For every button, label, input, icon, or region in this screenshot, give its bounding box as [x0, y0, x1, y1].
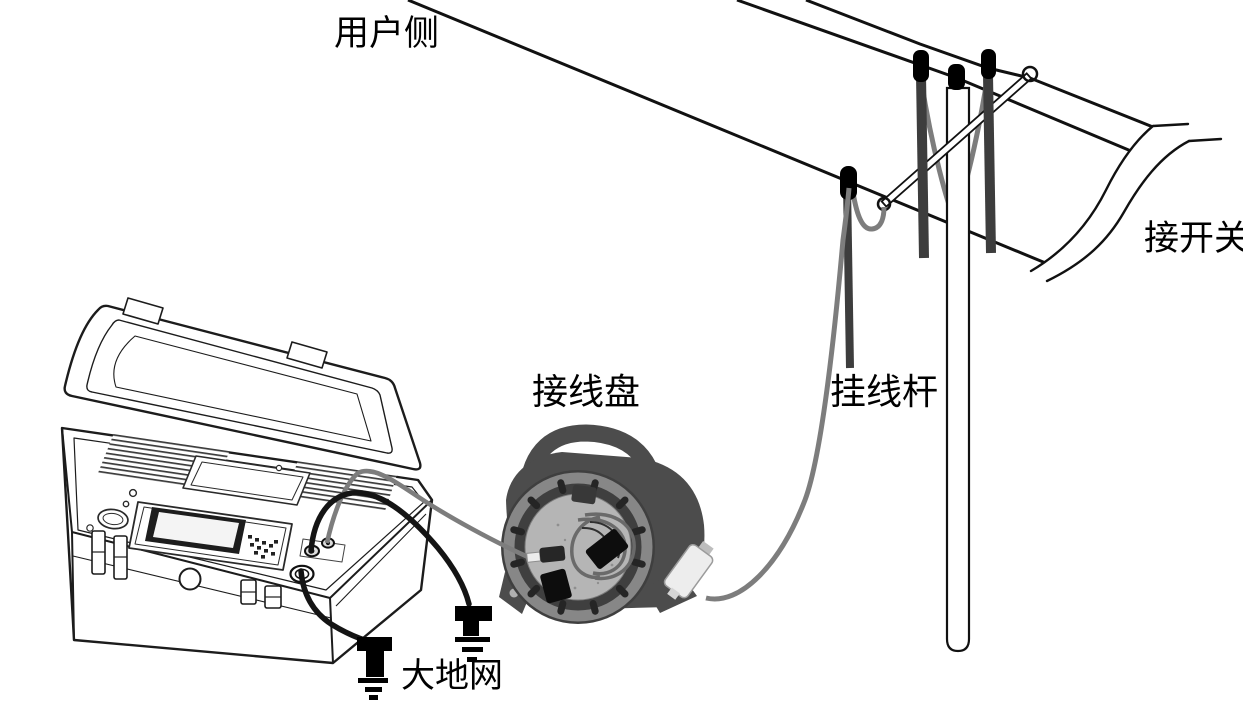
label-earth-grid: 大地网	[401, 658, 503, 695]
case-control-panel	[128, 501, 293, 571]
ground-stake-left	[357, 637, 392, 700]
front-hole	[178, 567, 202, 591]
label-hanging-rod: 挂线杆	[830, 372, 939, 412]
insulated-pole	[945, 86, 971, 653]
rod-clamp	[981, 49, 996, 79]
case-screen-glass	[153, 512, 239, 548]
case-keypad	[248, 535, 278, 559]
rod-clamp	[840, 166, 857, 200]
screw	[86, 524, 94, 532]
case-switch-panel	[86, 464, 283, 532]
reel-plug	[526, 545, 566, 563]
line-middle	[805, 0, 1154, 129]
label-user-side: 用户侧	[334, 14, 440, 53]
drop-cable	[705, 187, 852, 602]
velcro-strap	[540, 568, 572, 604]
rod-clamp	[948, 64, 965, 90]
screw	[275, 464, 283, 472]
rod-clamp	[913, 50, 929, 82]
label-cable-reel: 接线盘	[532, 372, 641, 412]
line-break-symbol	[1029, 122, 1223, 283]
reel-connector-box	[663, 540, 714, 600]
reel-crank-knob	[571, 484, 597, 505]
velcro-strap	[585, 529, 629, 569]
ground-cable-right	[308, 490, 472, 607]
hanging-rod-loop	[849, 185, 887, 232]
case-top-panel	[182, 455, 311, 506]
line-front	[407, 0, 1049, 266]
stick-ring-top	[1021, 65, 1039, 83]
support-rods	[913, 49, 996, 259]
indicator-light	[128, 488, 138, 498]
overhead-power-lines	[407, 0, 1154, 266]
case-lid	[63, 297, 422, 471]
cable-reel	[499, 424, 714, 624]
instrument-case	[60, 297, 434, 665]
line-back	[736, 0, 1132, 153]
indicator-light	[122, 500, 130, 508]
lid-latch	[286, 341, 328, 369]
case-front-details	[91, 530, 282, 609]
drum-slots	[510, 479, 646, 615]
label-to-switch: 接开关	[1144, 219, 1243, 258]
lid-latch	[122, 297, 164, 325]
ground-stake-right	[455, 606, 492, 662]
case-terminals	[289, 537, 346, 584]
